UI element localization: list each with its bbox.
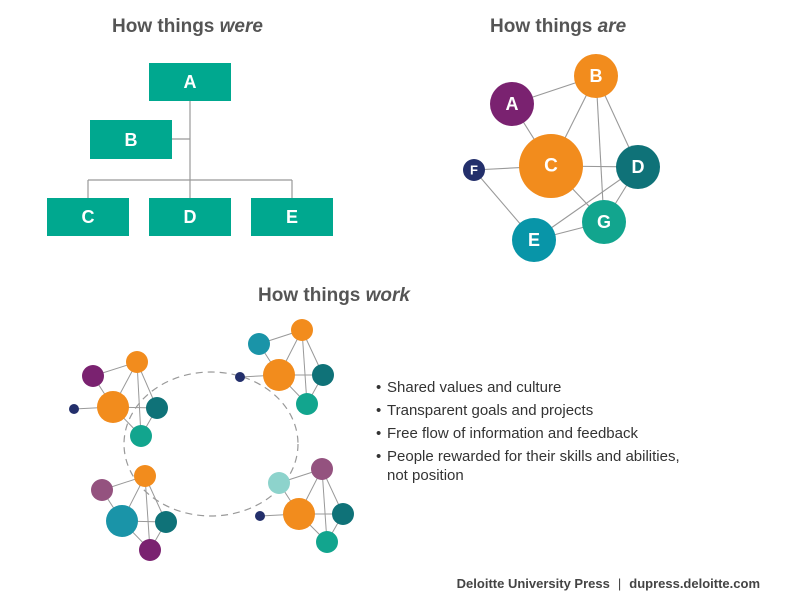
footer-credit: Deloitte University Press | dupress.deloit…: [457, 576, 760, 591]
cluster-node: [255, 511, 265, 521]
principle-item: Transparent goals and projects: [376, 399, 680, 422]
network-label-d: D: [632, 157, 645, 177]
network-label-f: F: [470, 163, 478, 178]
cluster-node: [283, 498, 315, 530]
cluster-edge: [136, 361, 142, 437]
hierarchy-label-c: C: [82, 207, 95, 227]
cluster-node: [316, 531, 338, 553]
title-how-things-were: How things were: [112, 16, 263, 38]
cluster-node: [69, 404, 79, 414]
cluster-node: [134, 465, 156, 487]
cluster-node: [311, 458, 333, 480]
cluster-node: [312, 364, 334, 386]
title-how-things-work: How things work: [258, 285, 410, 307]
hierarchy-label-a: A: [184, 72, 197, 92]
cluster-node: [82, 365, 104, 387]
principle-item: Free flow of information and feedback: [376, 422, 680, 445]
cluster-node: [332, 503, 354, 525]
cluster-node: [146, 397, 168, 419]
network-node-e: E: [512, 218, 556, 262]
hierarchy-node-a: A: [149, 63, 231, 101]
hierarchy-label-b: B: [125, 130, 138, 150]
hierarchy-box-c: [47, 198, 129, 236]
title-are-prefix: How things: [490, 16, 598, 37]
cluster-node: [296, 393, 318, 415]
network-circle-e: [512, 218, 556, 262]
hierarchy-diagram: [87, 101, 293, 198]
cluster-node: [91, 479, 113, 501]
dashed-loop: [123, 371, 299, 517]
cluster-bottom-right: [255, 458, 354, 553]
title-how-things-are: How things are: [490, 16, 626, 38]
cluster-node: [248, 333, 270, 355]
cluster-node: [268, 472, 290, 494]
network-label-a: A: [506, 94, 519, 114]
principle-item-continuation: not position: [387, 467, 464, 484]
cluster-node: [139, 539, 161, 561]
network-circle-f: [463, 159, 485, 181]
network-circle-c: [519, 134, 583, 198]
hierarchy-node-c: C: [47, 198, 129, 236]
footer-url[interactable]: dupress.deloitte.com: [629, 576, 760, 591]
footer-separator: |: [617, 576, 622, 591]
network-edge: [595, 75, 605, 223]
network-node-f: F: [463, 159, 485, 181]
network-node-a: A: [490, 82, 534, 126]
cluster-top-left: [69, 351, 168, 447]
footer-source: Deloitte University Press: [456, 576, 610, 591]
network-circle-b: [574, 54, 618, 98]
title-were-prefix: How things: [112, 16, 220, 37]
network-label-c: C: [544, 156, 558, 177]
network-node-d: D: [616, 145, 660, 189]
cluster-edge: [321, 468, 328, 543]
network-node-g: G: [582, 200, 626, 244]
network-label-g: G: [597, 212, 611, 232]
cluster-node: [235, 372, 245, 382]
hierarchy-label-d: D: [184, 207, 197, 227]
cluster-node: [97, 391, 129, 423]
cluster-top-right: [235, 319, 334, 415]
title-are-emphasis: are: [597, 16, 627, 37]
network-node-c: C: [519, 134, 583, 198]
hierarchy-box-a: [149, 63, 231, 101]
principle-item: Shared values and culture: [376, 376, 680, 399]
hierarchy-box-e: [251, 198, 333, 236]
cluster-node: [291, 319, 313, 341]
principles-list: Shared values and culture Transparent go…: [376, 376, 680, 468]
hierarchy-node-e: E: [251, 198, 333, 236]
network-label-b: B: [590, 66, 603, 86]
network-circle-g: [582, 200, 626, 244]
hierarchy-label-e: E: [286, 207, 298, 227]
cluster-node: [126, 351, 148, 373]
title-work-emphasis: work: [365, 285, 411, 306]
network-circle-a: [490, 82, 534, 126]
hierarchy-node-b: B: [90, 120, 172, 159]
network-label-e: E: [528, 230, 540, 250]
cluster-node: [106, 505, 138, 537]
cluster-edge: [301, 329, 308, 405]
cluster-edge: [144, 475, 151, 551]
cluster-node: [130, 425, 152, 447]
hierarchy-box-b: [90, 120, 172, 159]
title-were-emphasis: were: [219, 16, 263, 37]
hierarchy-node-d: D: [149, 198, 231, 236]
title-work-prefix: How things: [258, 285, 366, 306]
hierarchy-box-d: [149, 198, 231, 236]
principle-item: People rewarded for their skills and abi…: [376, 445, 680, 468]
cluster-node: [263, 359, 295, 391]
network-node-b: B: [574, 54, 618, 98]
network-circle-d: [616, 145, 660, 189]
cluster-node: [155, 511, 177, 533]
cluster-bottom-left: [91, 465, 177, 561]
